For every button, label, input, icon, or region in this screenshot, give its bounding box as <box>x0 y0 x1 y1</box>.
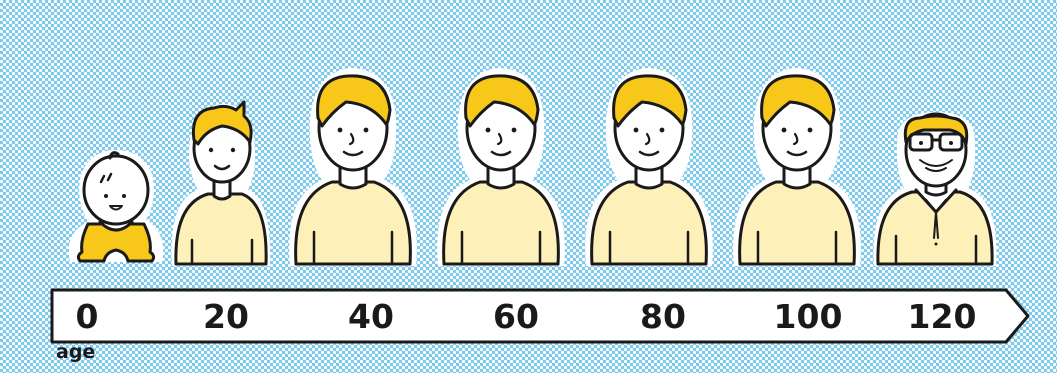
tick-label-0: 0 <box>76 297 99 336</box>
tick-label-80: 80 <box>640 297 686 336</box>
tick-label-120: 120 <box>908 297 977 336</box>
tick-label-100: 100 <box>774 297 843 336</box>
tick-label-60: 60 <box>493 297 539 336</box>
axis-unit-label: age <box>56 341 95 363</box>
tick-label-20: 20 <box>203 297 249 336</box>
tick-label-40: 40 <box>348 297 394 336</box>
